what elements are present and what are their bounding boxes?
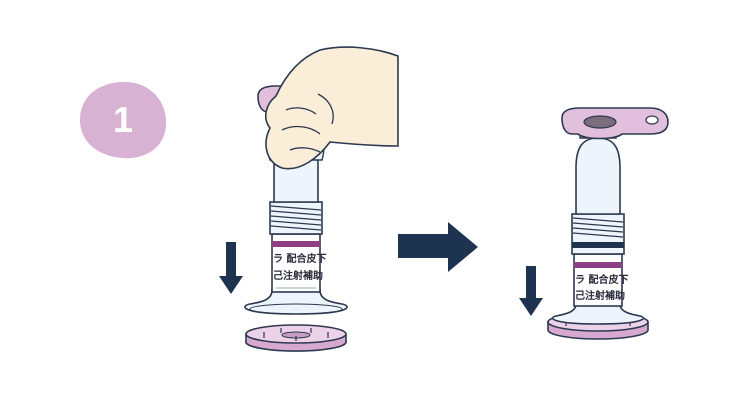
step-number: 1 (113, 99, 133, 140)
device-label-line2: 己注射補助 (575, 289, 625, 302)
device-band (574, 262, 622, 268)
step-badge-blob (80, 81, 167, 159)
device-label-line1: ラ 配合皮下 (273, 252, 326, 265)
device-base (244, 289, 348, 315)
down-arrow-icon (219, 242, 243, 294)
hand (264, 46, 399, 170)
step-badge: 1 (80, 81, 167, 159)
right-arrow-icon (398, 222, 478, 272)
down-arrow-icon (519, 266, 543, 316)
device-label-line1: ラ 配合皮下 (575, 273, 628, 286)
lid-cap (245, 324, 347, 352)
device-threads (270, 205, 322, 231)
device-band (272, 241, 320, 247)
device-after: ラ 配合皮下 己注射補助 (547, 107, 669, 340)
device-label-line2: 己注射補助 (273, 269, 323, 282)
